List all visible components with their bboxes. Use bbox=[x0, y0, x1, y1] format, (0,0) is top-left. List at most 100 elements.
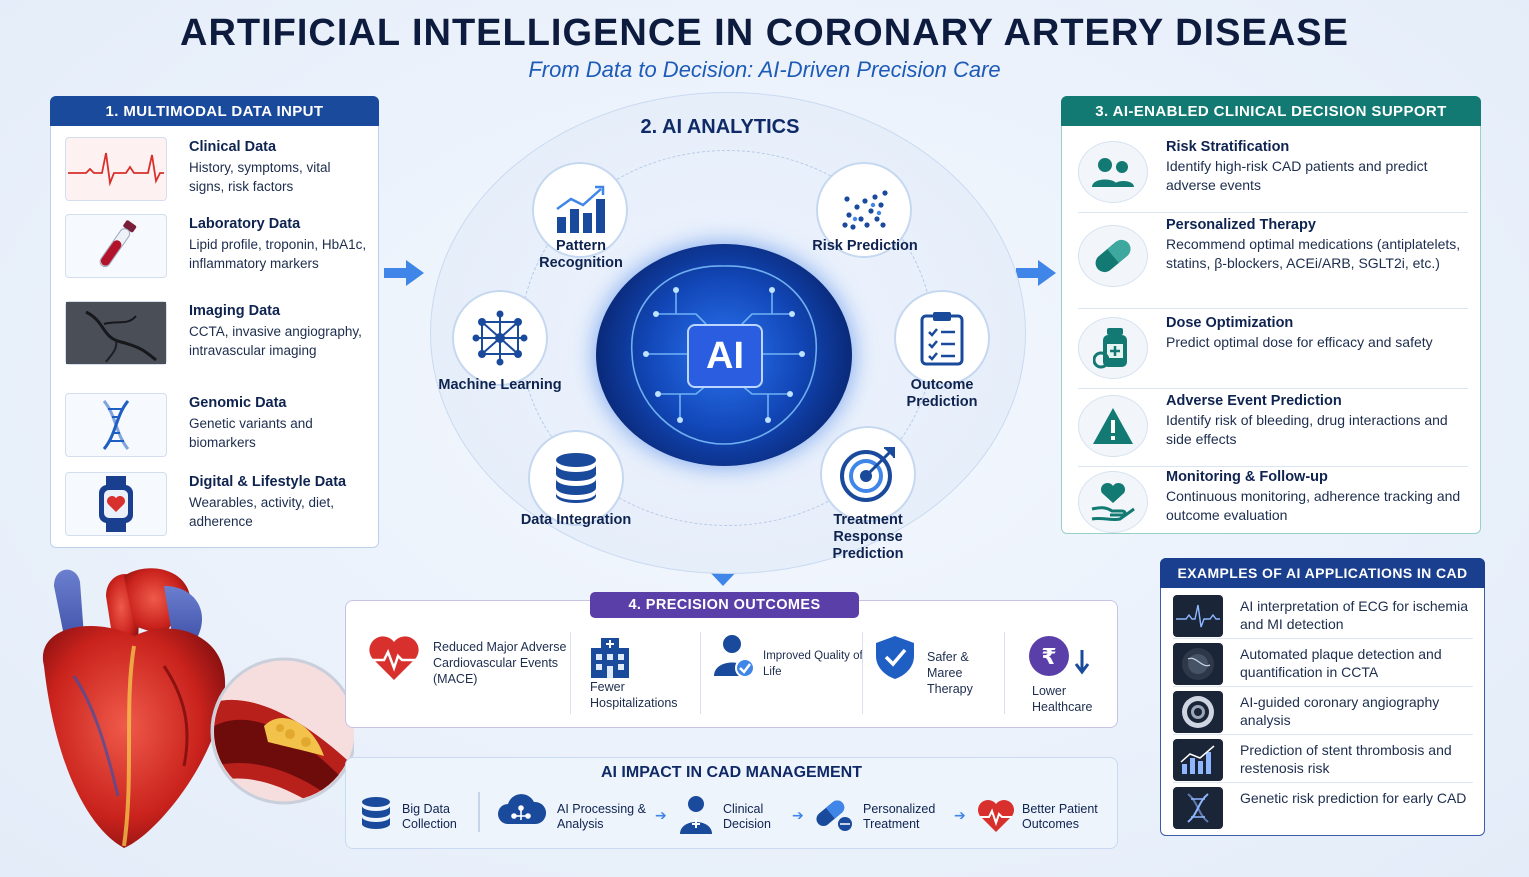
support-item-adverse: Adverse Event Prediction Identify risk o… bbox=[1078, 389, 1468, 467]
chevron-right-icon: ➔ bbox=[792, 807, 804, 823]
support-item-desc: Predict optimal dose for efficacy and sa… bbox=[1166, 334, 1433, 350]
outcome-label: Reduced Major Adverse Cardiovascular Eve… bbox=[433, 640, 567, 686]
examples-heading: EXAMPLES OF AI APPLICATIONS IN CAD bbox=[1160, 558, 1485, 588]
node-label-pattern: Pattern Recognition bbox=[539, 238, 623, 271]
doctor-icon bbox=[680, 796, 712, 834]
example-item: Automated plaque detection and quantific… bbox=[1173, 641, 1473, 687]
support-item-desc: Identify high-risk CAD patients and pred… bbox=[1166, 158, 1428, 193]
panel1-heading: 1. MULTIMODAL DATA INPUT bbox=[50, 96, 379, 126]
dna-icon bbox=[65, 393, 167, 457]
arrow-right-icon bbox=[384, 260, 424, 286]
database-icon bbox=[528, 430, 624, 526]
data-item-desc: Genetic variants and biomarkers bbox=[189, 416, 313, 450]
ecg-waveform-icon bbox=[65, 137, 167, 201]
support-item-therapy: Personalized Therapy Recommend optimal m… bbox=[1078, 213, 1468, 309]
support-item-desc: Identify risk of bleeding, drug interact… bbox=[1166, 412, 1448, 447]
impact-step-label: Big Data Collection bbox=[402, 802, 457, 831]
divider bbox=[1004, 632, 1005, 714]
chart-thumb-icon bbox=[1173, 739, 1223, 781]
data-item-title: Laboratory Data bbox=[189, 216, 301, 232]
cloud-network-icon bbox=[498, 794, 547, 824]
data-item-title: Clinical Data bbox=[189, 139, 277, 155]
impact-heading: AI IMPACT IN CAD MANAGEMENT bbox=[600, 764, 863, 781]
node-label-ml: Machine Learning bbox=[438, 377, 562, 393]
clipboard-checklist-icon bbox=[894, 290, 990, 386]
outcome-label: Lower Healthcare bbox=[1032, 684, 1093, 714]
example-text: Genetic risk prediction for early CAD bbox=[1240, 790, 1467, 806]
support-item-desc: Recommend optimal medications (antiplate… bbox=[1166, 236, 1461, 271]
node-label-integration: Data Integration bbox=[520, 512, 632, 528]
dna-thumb-icon bbox=[1173, 787, 1223, 829]
example-item: AI interpretation of ECG for ischemia an… bbox=[1173, 593, 1473, 639]
medicine-bottle-icon bbox=[1078, 317, 1148, 379]
chevron-right-icon: ➔ bbox=[655, 807, 667, 823]
panel3-heading: 3. AI-ENABLED CLINICAL DECISION SUPPORT bbox=[1061, 96, 1481, 126]
data-item-desc: CCTA, invasive angiography, intravascula… bbox=[189, 324, 362, 358]
analytics-heading: 2. AI ANALYTICS bbox=[640, 116, 800, 138]
support-item-desc: Continuous monitoring, adherence trackin… bbox=[1166, 488, 1461, 523]
page-title: ARTIFICIAL INTELLIGENCE IN CORONARY ARTE… bbox=[180, 12, 1349, 54]
arrow-right-icon bbox=[1016, 260, 1056, 286]
support-item-title: Monitoring & Follow-up bbox=[1166, 469, 1328, 485]
impact-step-label: Personalized Treatment bbox=[863, 802, 936, 831]
angiogram-image bbox=[65, 301, 167, 365]
divider bbox=[862, 632, 863, 714]
patients-icon bbox=[1078, 141, 1148, 203]
heart-pulse-icon bbox=[978, 800, 1014, 832]
impact-step-label: AI Processing & Analysis bbox=[557, 802, 646, 831]
pill-icon bbox=[1078, 225, 1148, 287]
svg-text:₹: ₹ bbox=[1041, 645, 1056, 670]
ivus-thumb-icon bbox=[1173, 691, 1223, 733]
bar-chart-icon bbox=[532, 162, 628, 258]
support-item-risk: Risk Stratification Identify high-risk C… bbox=[1078, 135, 1468, 213]
node-label-treatment: Treatment Response Prediction bbox=[832, 512, 904, 562]
target-icon bbox=[820, 426, 916, 522]
outcome-label: Fewer Hospitalizations bbox=[590, 680, 678, 710]
divider bbox=[700, 632, 701, 714]
capsule-icon bbox=[816, 800, 852, 831]
example-text: AI interpretation of ECG for ischemia an… bbox=[1240, 598, 1468, 632]
page-subtitle: From Data to Decision: AI-Driven Precisi… bbox=[528, 57, 1001, 82]
heart-in-hand-icon bbox=[1078, 471, 1148, 533]
data-item-title: Imaging Data bbox=[189, 303, 281, 319]
example-text: Automated plaque detection and quantific… bbox=[1240, 646, 1442, 680]
node-label-risk: Risk Prediction bbox=[812, 238, 918, 254]
divider bbox=[478, 792, 480, 832]
data-item-title: Digital & Lifestyle Data bbox=[189, 474, 347, 490]
support-item-monitoring: Monitoring & Follow-up Continuous monito… bbox=[1078, 465, 1468, 543]
outcomes-heading: 4. PRECISION OUTCOMES bbox=[590, 592, 859, 618]
data-item-imaging: Imaging Data CCTA, invasive angiography,… bbox=[65, 301, 365, 373]
clinical-decision-panel: 3. AI-ENABLED CLINICAL DECISION SUPPORT … bbox=[1061, 96, 1481, 534]
impact-step-label: Better Patient Outcomes bbox=[1022, 802, 1098, 831]
data-item-digital: Digital & Lifestyle Data Wearables, acti… bbox=[65, 472, 365, 544]
example-item: AI-guided coronary angiography analysis bbox=[1173, 689, 1473, 735]
data-item-desc: Lipid profile, troponin, HbA1c, inflamma… bbox=[189, 237, 367, 271]
node-label-outcome: Outcome Prediction bbox=[906, 377, 978, 410]
data-item-desc: History, symptoms, vital signs, risk fac… bbox=[189, 160, 331, 194]
support-item-title: Adverse Event Prediction bbox=[1166, 393, 1342, 409]
outcome-label: Safer & Maree Therapy bbox=[927, 650, 973, 696]
chevron-right-icon: ➔ bbox=[954, 807, 966, 823]
support-item-title: Personalized Therapy bbox=[1166, 217, 1316, 233]
data-item-laboratory: Laboratory Data Lipid profile, troponin,… bbox=[65, 214, 366, 286]
example-item: Genetic risk prediction for early CAD bbox=[1173, 785, 1473, 831]
example-item: Prediction of stent thrombosis and reste… bbox=[1173, 737, 1473, 783]
warning-icon bbox=[1078, 395, 1148, 457]
ai-core-label: AI bbox=[687, 324, 763, 388]
data-item-desc: Wearables, activity, diet, adherence bbox=[189, 495, 335, 529]
data-item-genomic: Genomic Data Genetic variants and biomar… bbox=[65, 393, 365, 465]
support-item-title: Dose Optimization bbox=[1166, 315, 1294, 331]
example-text: AI-guided coronary angiography analysis bbox=[1240, 694, 1440, 728]
support-item-dose: Dose Optimization Predict optimal dose f… bbox=[1078, 311, 1468, 389]
multimodal-data-panel: 1. MULTIMODAL DATA INPUT Clinical Data H… bbox=[50, 96, 379, 548]
person-check-icon bbox=[714, 635, 755, 678]
database-icon bbox=[362, 797, 390, 829]
example-text: Prediction of stent thrombosis and reste… bbox=[1240, 742, 1452, 776]
scatter-plot-icon bbox=[816, 162, 912, 258]
ecg-thumb-icon bbox=[1173, 595, 1223, 637]
ct-scan-thumb-icon bbox=[1173, 643, 1223, 685]
hospital-icon bbox=[591, 638, 629, 678]
examples-panel: EXAMPLES OF AI APPLICATIONS IN CAD AI in… bbox=[1160, 558, 1485, 836]
outcome-label: Improved Quality of Life bbox=[763, 650, 863, 678]
network-icon bbox=[452, 290, 548, 386]
